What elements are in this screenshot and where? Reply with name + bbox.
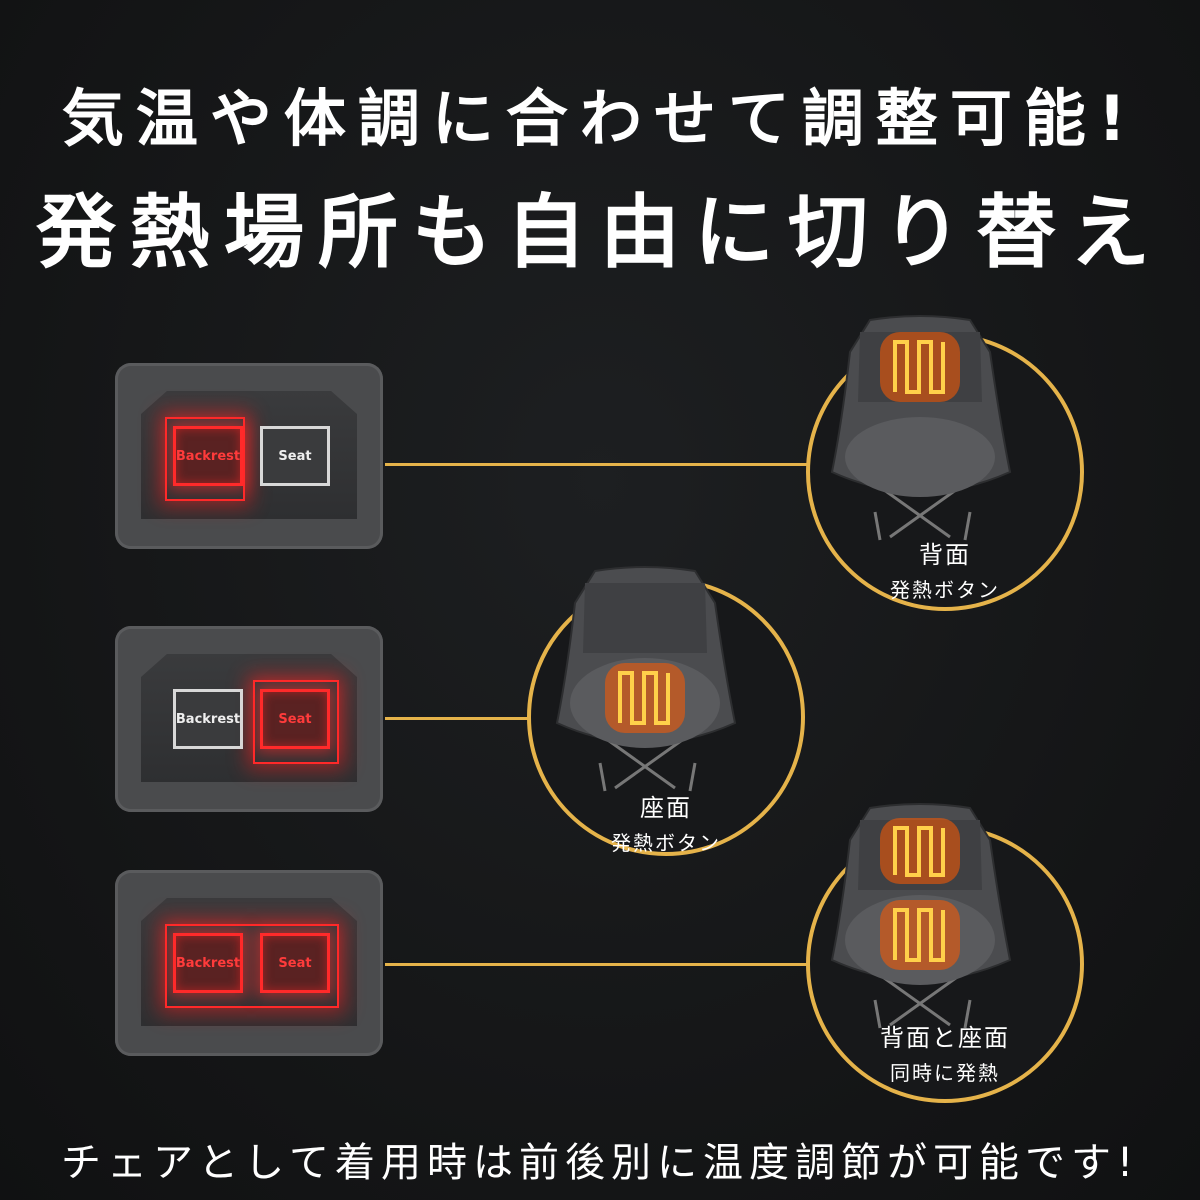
chair-image <box>555 566 737 792</box>
caption-line2: 発熱ボタン <box>890 578 1000 602</box>
switch-panel-3: Backrest Seat <box>115 870 383 1056</box>
seat-button[interactable]: Seat <box>260 426 330 486</box>
backrest-button[interactable]: Backrest <box>173 426 243 486</box>
chair-image <box>830 803 1012 1029</box>
caption-line1: 座面 <box>640 794 692 822</box>
mode-caption-1: 背面 発熱ボタン <box>815 535 1075 603</box>
heat-glow-indicator <box>165 924 339 1008</box>
mode-caption-2: 座面 発熱ボタン <box>536 788 796 856</box>
headline-line2: 発熱場所も自由に切り替え <box>36 186 1164 279</box>
backrest-button[interactable]: Backrest <box>173 689 243 749</box>
heating-coil-icon <box>893 908 945 962</box>
caption-line1: 背面 <box>919 541 971 569</box>
seat-button[interactable]: Seat <box>260 689 330 749</box>
seat-button[interactable]: Seat <box>260 933 330 993</box>
switch-panel-1: Backrest Seat <box>115 363 383 549</box>
connector-line-2 <box>385 717 530 720</box>
backrest-button[interactable]: Backrest <box>173 933 243 993</box>
switch-panel-2: Backrest Seat <box>115 626 383 812</box>
caption-line1: 背面と座面 <box>880 1024 1010 1052</box>
connector-line-1 <box>385 463 810 466</box>
heating-coil-icon <box>893 340 945 394</box>
caption-line2: 同時に発熱 <box>890 1061 1000 1085</box>
caption-line2: 発熱ボタン <box>611 831 721 855</box>
headline-line1: 気温や体調に合わせて調整可能! <box>61 82 1139 155</box>
chair-image <box>830 315 1012 541</box>
connector-line-3 <box>385 963 810 966</box>
footer-note: チェアとして着用時は前後別に温度調節が可能です! <box>60 1140 1140 1186</box>
mode-caption-3: 背面と座面 同時に発熱 <box>815 1018 1075 1086</box>
heat-glow-indicator <box>165 417 245 501</box>
heating-coil-icon <box>618 671 670 725</box>
heat-glow-indicator <box>253 680 339 764</box>
heating-coil-icon <box>893 826 945 877</box>
